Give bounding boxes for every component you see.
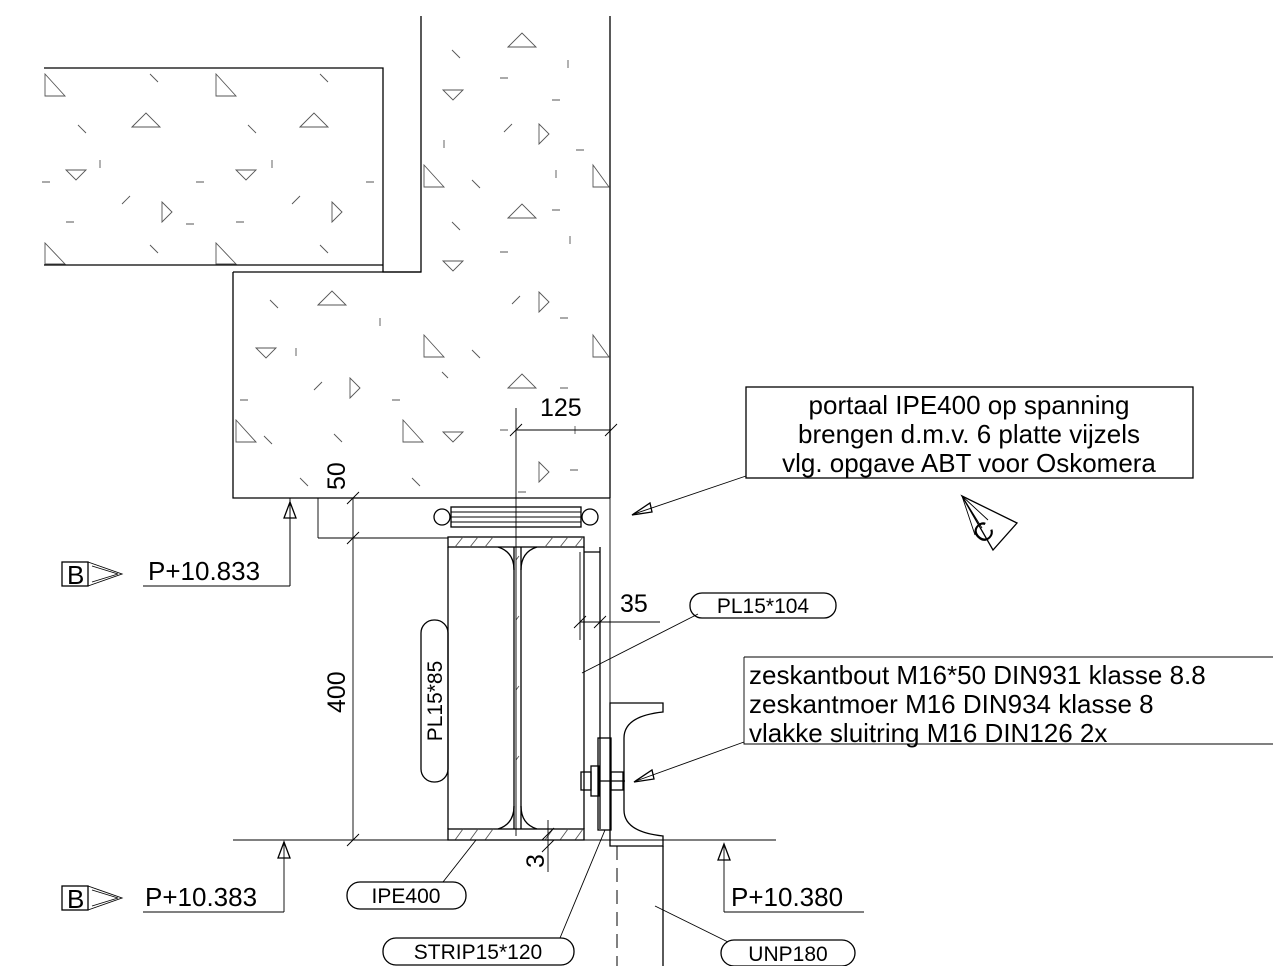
section-b-top: B: [67, 560, 84, 590]
jack-note-line-2: brengen d.m.v. 6 platte vijzels: [798, 419, 1140, 449]
tag-pl15-85-label: PL15*85: [424, 661, 447, 742]
jack-note: portaal IPE400 op spanning brengen d.m.v…: [631, 386, 1194, 516]
dim-50-400: 50 400: [318, 462, 448, 847]
reference-lines: [233, 408, 776, 841]
jack-note-line-1: portaal IPE400 op spanning: [809, 390, 1130, 420]
tag-pl15-104: PL15*104: [581, 592, 837, 674]
bolt-note-line-3: vlakke sluitring M16 DIN126 2x: [749, 718, 1107, 748]
tag-pl15-104-label: PL15*104: [717, 595, 810, 618]
tag-ipe400-label: IPE400: [372, 885, 441, 908]
view-c-label: C: [966, 515, 1000, 549]
section-arrow-icon: [87, 885, 124, 911]
jack-note-line-3: vlg. opgave ABT voor Oskomera: [782, 448, 1156, 478]
level-bottom-right-label: P+10.380: [731, 882, 843, 912]
level-bottom-left: B P+10.383: [61, 840, 291, 914]
ipe400-beam: [447, 536, 601, 841]
level-arrow-icon: [717, 842, 731, 861]
level-top: B P+10.833: [61, 500, 297, 590]
view-marker-icon: C: [960, 494, 1019, 552]
concrete-slab: [44, 16, 611, 499]
bolt-assembly: [580, 765, 625, 797]
bolt-note-line-2: zeskantmoer M16 DIN934 klasse 8: [749, 689, 1154, 719]
dim-125: 125: [509, 394, 618, 437]
section-b-bottom: B: [67, 884, 84, 914]
concrete-hatch: [42, 32, 610, 493]
dim-35: 35: [573, 552, 660, 640]
bolt-note: zeskantbout M16*50 DIN931 klasse 8.8 zes…: [633, 656, 1273, 783]
unp180-section: [609, 702, 664, 966]
tag-strip: STRIP15*120: [382, 829, 606, 966]
level-top-label: P+10.833: [148, 556, 260, 586]
level-arrow-icon: [277, 840, 291, 859]
level-arrow-icon: [283, 500, 297, 519]
section-marker-icon: [61, 561, 89, 587]
dim-35-label: 35: [620, 590, 648, 618]
tag-unp180: UNP180: [654, 905, 856, 966]
dim-400-label: 400: [323, 671, 351, 713]
dim-3-label: 3: [522, 854, 550, 868]
bolt-note-line-1: zeskantbout M16*50 DIN931 klasse 8.8: [749, 660, 1206, 690]
level-bottom-right: P+10.380: [717, 842, 864, 913]
dim-3: 3: [522, 820, 555, 872]
tag-strip-label: STRIP15*120: [414, 941, 542, 964]
section-arrow-icon: [87, 561, 124, 587]
tag-unp180-label: UNP180: [748, 943, 827, 966]
dim-50-label: 50: [323, 462, 351, 490]
dim-125-label: 125: [540, 394, 582, 422]
level-bottom-left-label: P+10.383: [145, 882, 257, 912]
section-marker-icon: [61, 885, 89, 911]
tag-ipe400: IPE400: [346, 839, 477, 910]
tag-pl15-85: PL15*85: [420, 619, 449, 783]
